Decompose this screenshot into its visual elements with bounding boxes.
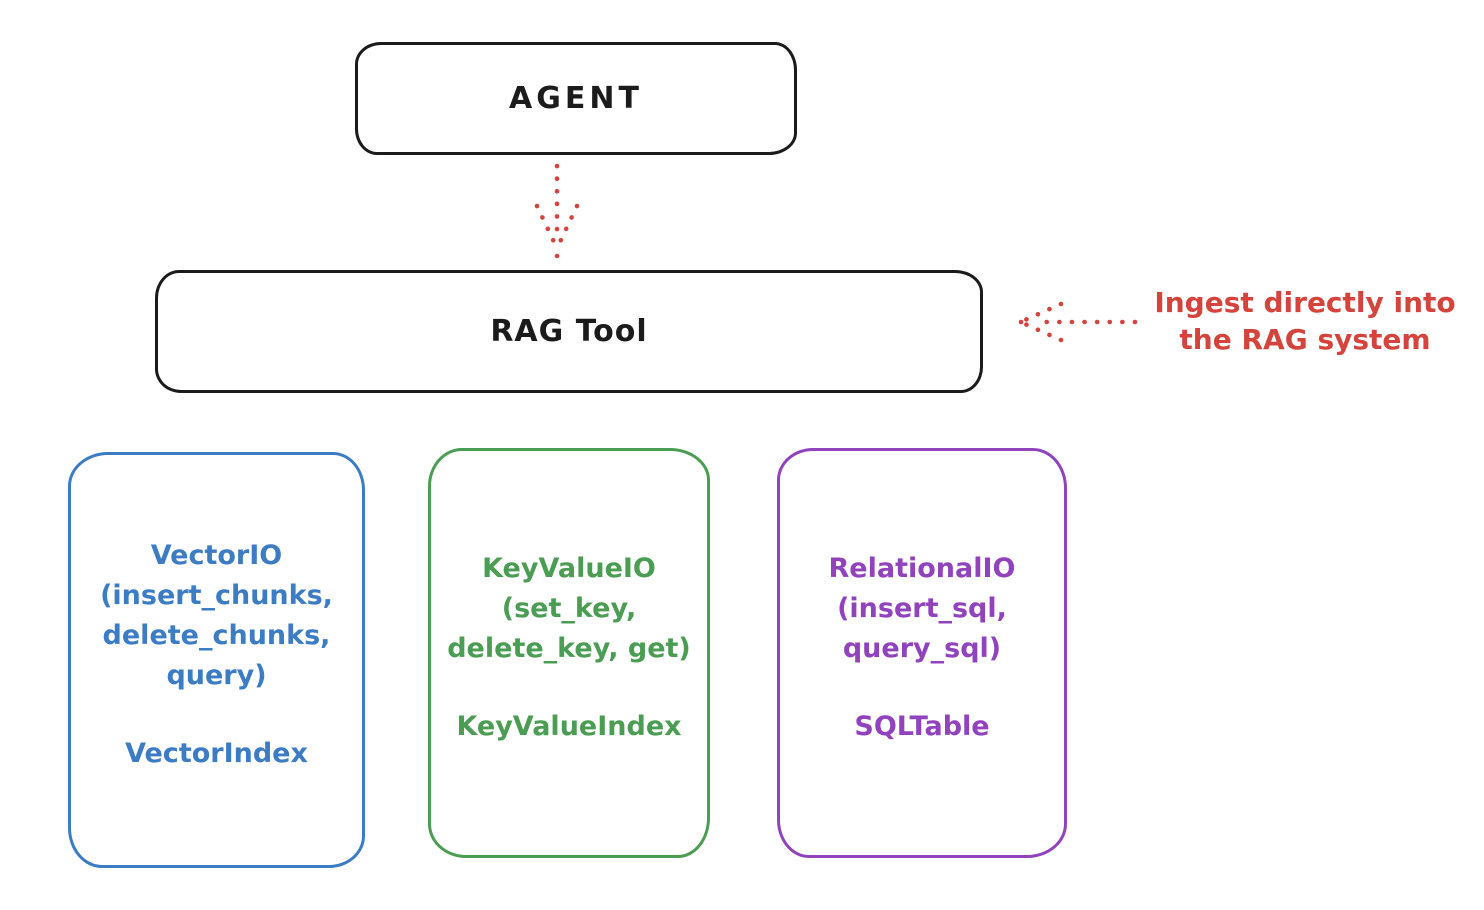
key-value-io-box: KeyValueIO (set_key, delete_key, get) Ke… [428, 448, 710, 858]
key-value-io-line: delete_key, get) [447, 633, 691, 664]
vector-io-box: VectorIO (insert_chunks, delete_chunks, … [68, 452, 365, 868]
key-value-index-label: KeyValueIndex [456, 711, 682, 742]
relational-io-title: RelationalIO (insert_sql, query_sql) [829, 549, 1016, 669]
relational-io-line: RelationalIO [828, 553, 1016, 584]
vector-io-title: VectorIO (insert_chunks, delete_chunks, … [100, 536, 333, 696]
agent-node: AGENT [355, 42, 797, 155]
ingest-annotation: Ingest directly into the RAG system [1130, 284, 1480, 358]
key-value-io-title: KeyValueIO (set_key, delete_key, get) [447, 549, 691, 669]
sql-table-label: SQLTable [854, 711, 990, 742]
key-value-io-line: KeyValueIO [482, 553, 656, 584]
relational-io-line: query_sql) [842, 633, 1002, 664]
relational-io-box: RelationalIO (insert_sql, query_sql) SQL… [777, 448, 1067, 858]
vector-index-label: VectorIndex [125, 738, 308, 769]
vector-io-line: query) [166, 660, 267, 691]
vector-io-line: (insert_chunks, [100, 580, 333, 611]
vector-io-line: delete_chunks, [102, 620, 331, 651]
agent-to-ragtool-arrow-icon [534, 163, 580, 259]
rag-tool-label: RAG Tool [490, 314, 648, 349]
vector-io-line: VectorIO [150, 540, 283, 571]
ingest-annotation-line2: the RAG system [1179, 323, 1431, 356]
relational-io-line: (insert_sql, [837, 593, 1007, 624]
ingest-annotation-line1: Ingest directly into [1154, 286, 1456, 319]
ingest-arrow-icon [1018, 301, 1138, 343]
agent-label: AGENT [509, 81, 643, 116]
rag-tool-node: RAG Tool [155, 270, 983, 393]
key-value-io-line: (set_key, [501, 593, 637, 624]
